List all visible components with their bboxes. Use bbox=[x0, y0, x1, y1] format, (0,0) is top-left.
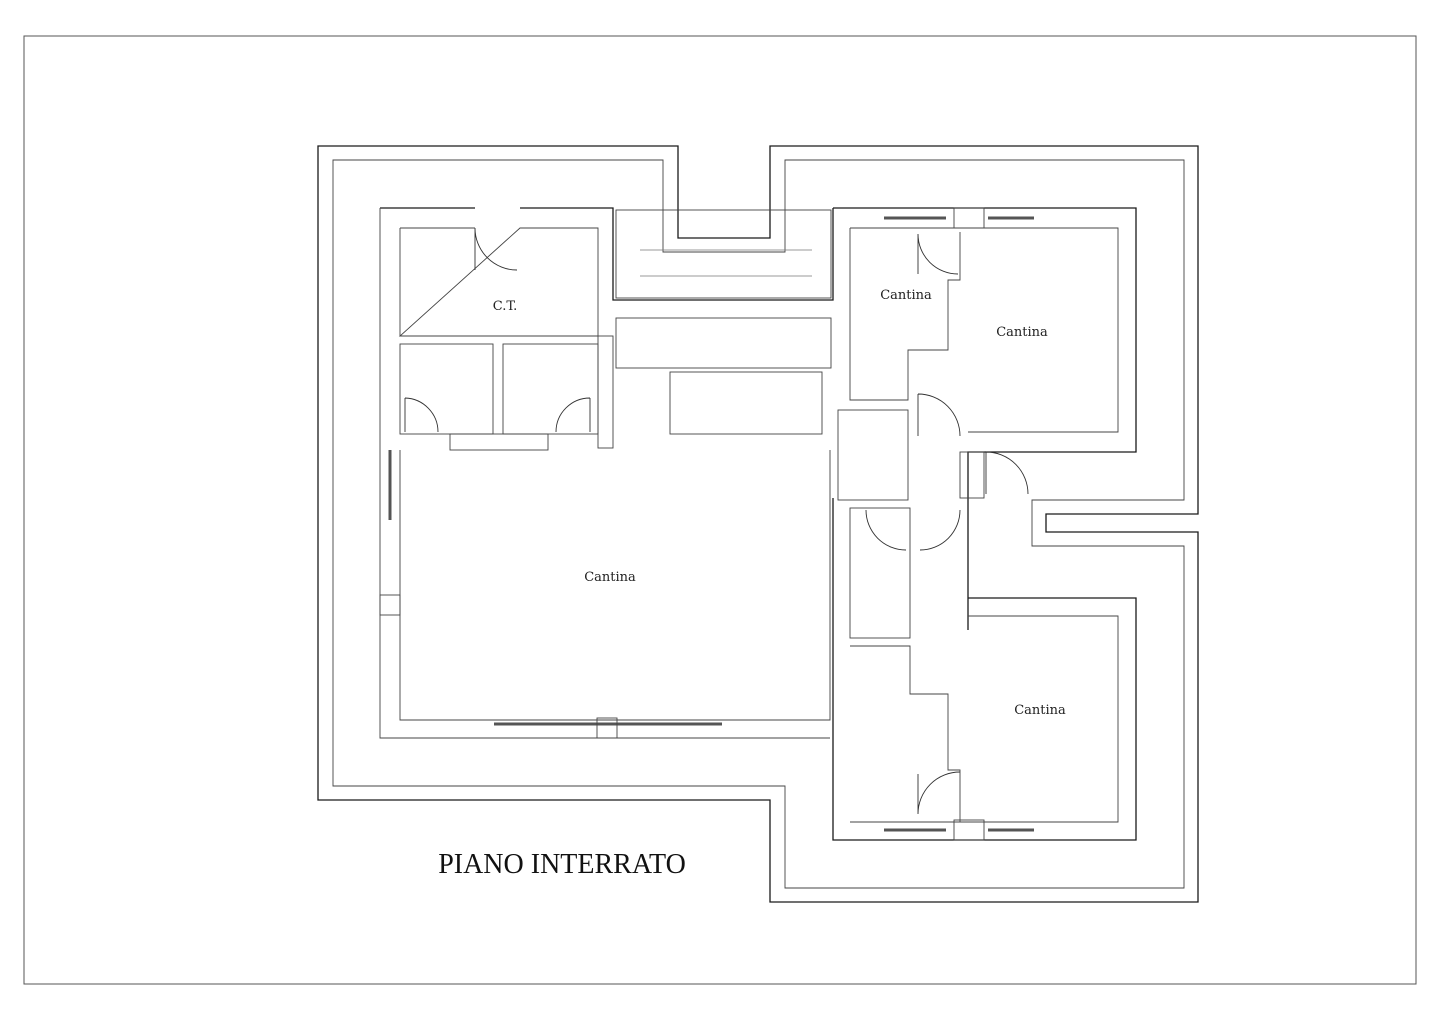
room-cantina-main bbox=[379, 450, 831, 739]
sheet-frame bbox=[23, 35, 1417, 985]
store-door-1-icon bbox=[865, 509, 907, 551]
stairs-upper bbox=[615, 209, 832, 299]
cantina-top-right-door-icon bbox=[917, 393, 961, 437]
store-door-2-icon bbox=[919, 509, 961, 551]
cantina-bottom-door-icon bbox=[917, 771, 961, 815]
room-label-cantina-bottom-right: Cantina bbox=[1014, 703, 1066, 718]
west-block-walls bbox=[379, 207, 834, 739]
sheet-title: PIANO INTERRATO bbox=[438, 849, 686, 880]
small-rooms-right bbox=[849, 507, 961, 822]
room-cantina-top bbox=[849, 207, 1034, 437]
bath-door-2-icon bbox=[555, 397, 591, 433]
room-label-ct: C.T. bbox=[493, 299, 518, 314]
corridor bbox=[837, 409, 1029, 551]
room-label-cantina-small-top: Cantina bbox=[880, 288, 932, 303]
small-rooms bbox=[399, 335, 614, 451]
room-ct bbox=[474, 227, 518, 271]
stairs-lower bbox=[615, 317, 832, 435]
bath-door-1-icon bbox=[404, 397, 439, 433]
room-cantina-bottom bbox=[884, 771, 1034, 841]
room-label-cantina-top-right: Cantina bbox=[996, 325, 1048, 340]
corridor-door-icon bbox=[985, 451, 1029, 495]
east-block-walls bbox=[832, 207, 1137, 841]
room-label-cantina-main: Cantina bbox=[584, 570, 636, 585]
ct-door-icon bbox=[474, 227, 518, 271]
cantina-small-door-icon bbox=[917, 233, 959, 275]
outer-perimeter bbox=[317, 145, 1199, 903]
